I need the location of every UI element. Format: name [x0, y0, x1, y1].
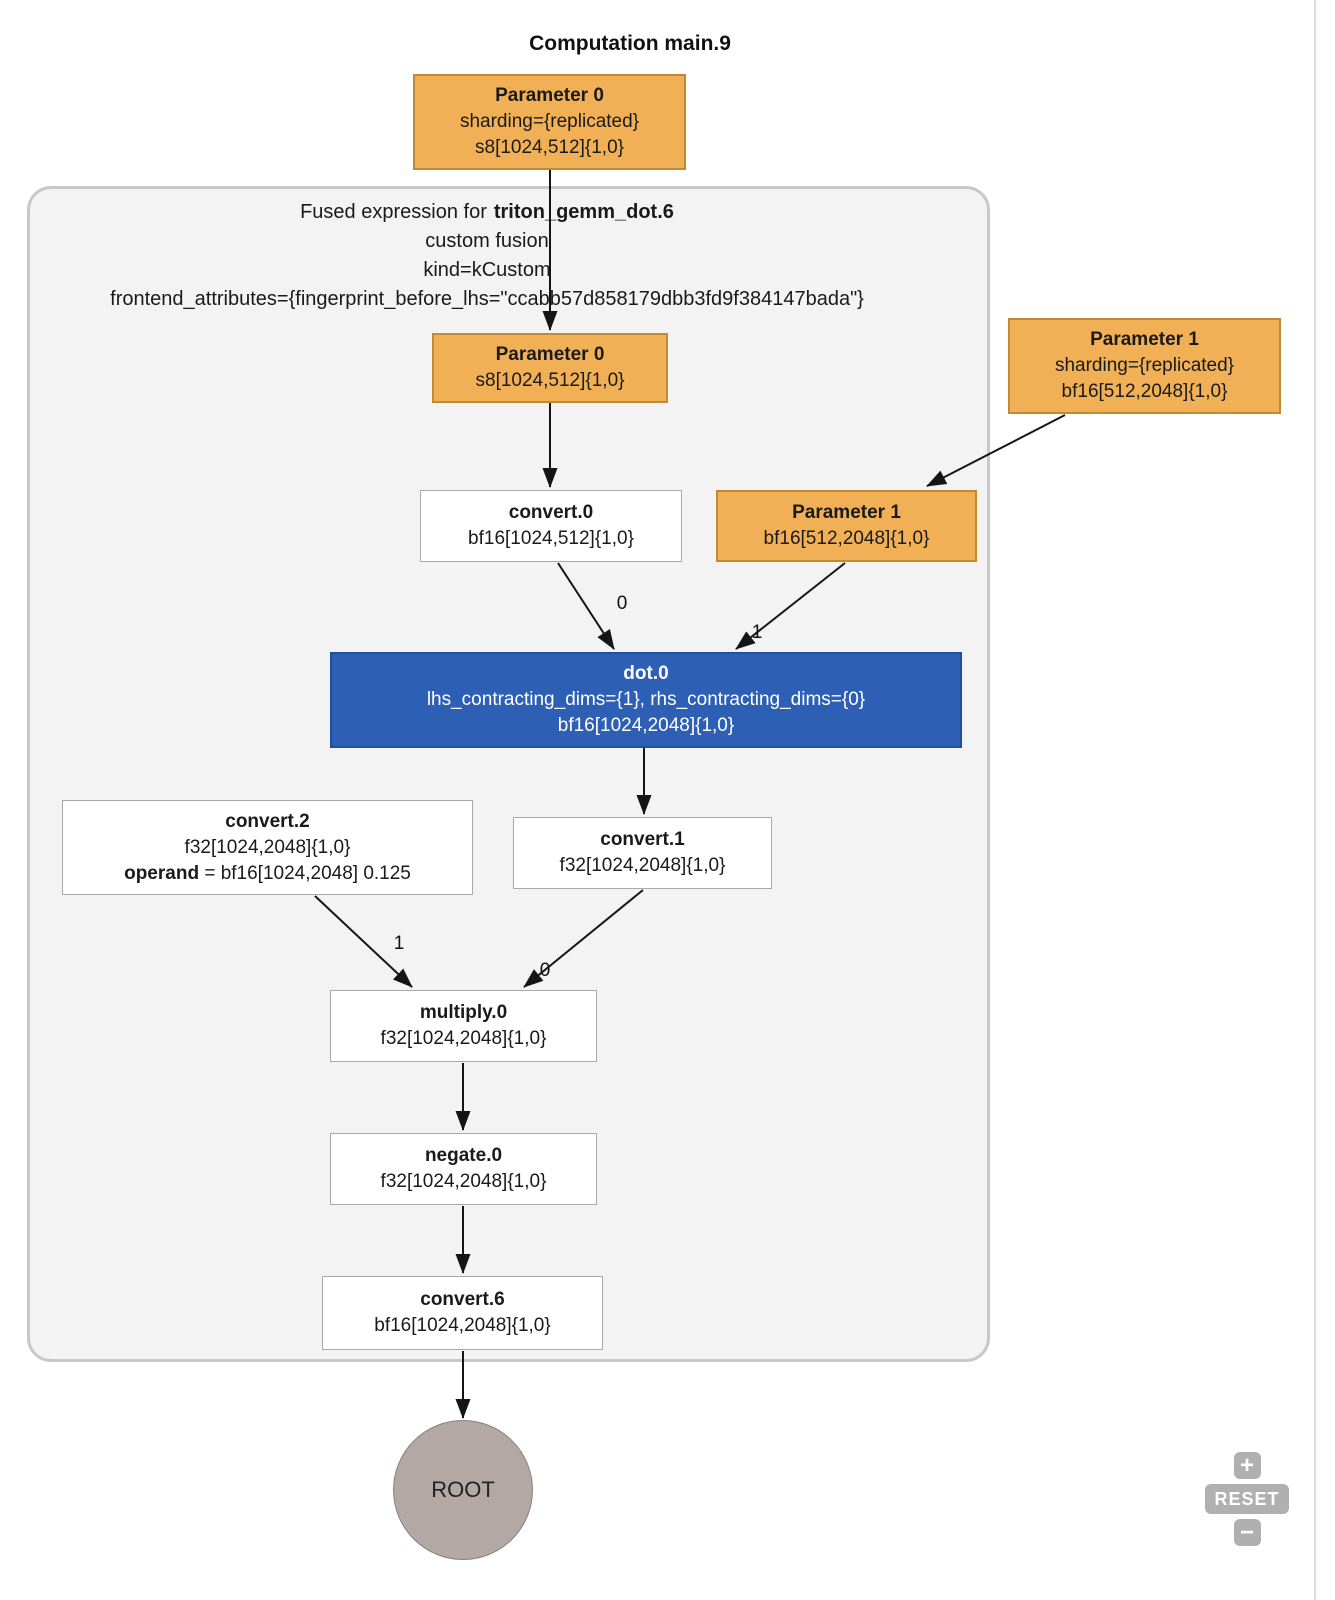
node-title: Parameter 1	[792, 502, 901, 523]
edge-label-convert0-dot0: 0	[616, 593, 628, 614]
node-shape: bf16[1024,2048]{1,0}	[374, 1315, 551, 1336]
node-convert2[interactable]: convert.2 f32[1024,2048]{1,0} operand = …	[62, 800, 473, 895]
node-multiply0[interactable]: multiply.0 f32[1024,2048]{1,0}	[330, 990, 597, 1062]
cluster-fusion-name: triton_gemm_dot.6	[493, 201, 674, 223]
node-title: negate.0	[424, 1145, 503, 1166]
root-label: ROOT	[431, 1477, 495, 1502]
node-title: multiply.0	[419, 1002, 508, 1023]
node-title: dot.0	[623, 663, 669, 684]
node-negate0[interactable]: negate.0 f32[1024,2048]{1,0}	[330, 1133, 597, 1205]
node-shape: f32[1024,2048]{1,0}	[380, 1171, 547, 1192]
zoom-in-button[interactable]: +	[1233, 1452, 1261, 1479]
node-parameter1-outer[interactable]: Parameter 1 sharding={replicated} bf16[5…	[1008, 318, 1281, 414]
node-sharding: sharding={replicated}	[459, 111, 640, 132]
panel-divider	[1314, 0, 1316, 1600]
node-dot0[interactable]: dot.0 lhs_contracting_dims={1}, rhs_cont…	[330, 652, 962, 748]
edge-label-convert1-multiply0: 0	[539, 960, 551, 981]
node-shape: bf16[512,2048]{1,0}	[1061, 381, 1228, 402]
reset-button[interactable]: RESET	[1205, 1484, 1289, 1514]
edge-label-convert2-multiply0: 1	[393, 933, 405, 954]
zoom-out-button[interactable]: −	[1233, 1519, 1261, 1546]
node-title: Parameter 0	[495, 85, 604, 106]
node-parameter0-outer[interactable]: Parameter 0 sharding={replicated} s8[102…	[413, 74, 686, 170]
node-dims: lhs_contracting_dims={1}, rhs_contractin…	[426, 689, 866, 710]
node-shape: f32[1024,2048]{1,0}	[184, 836, 351, 858]
node-shape: s8[1024,512]{1,0}	[475, 137, 624, 158]
cluster-label-line2: custom fusion	[425, 230, 549, 252]
node-title: Parameter 1	[1090, 329, 1199, 350]
node-title: convert.0	[508, 502, 594, 523]
node-title: convert.6	[420, 1289, 505, 1310]
node-sharding: sharding={replicated}	[1054, 355, 1235, 376]
node-parameter0-inner[interactable]: Parameter 0 s8[1024,512]{1,0}	[432, 333, 668, 403]
node-convert0[interactable]: convert.0 bf16[1024,512]{1,0}	[420, 490, 682, 562]
edge-label-param1-dot0: 1	[751, 622, 763, 643]
node-shape: s8[1024,512]{1,0}	[475, 370, 625, 391]
zoom-controls: + RESET −	[1192, 1452, 1302, 1546]
cluster-label-line1: Fused expression for triton_gemm_dot.6	[37, 198, 937, 227]
operand-label: operand	[124, 862, 200, 884]
node-shape: f32[1024,2048]{1,0}	[380, 1028, 547, 1049]
node-convert1[interactable]: convert.1 f32[1024,2048]{1,0}	[513, 817, 772, 889]
node-title: Parameter 0	[495, 344, 605, 365]
node-root[interactable]: ROOT	[393, 1420, 533, 1560]
node-convert6[interactable]: convert.6 bf16[1024,2048]{1,0}	[322, 1276, 603, 1350]
cluster-label-line4: frontend_attributes={fingerprint_before_…	[110, 288, 864, 310]
node-shape: f32[1024,2048]{1,0}	[559, 855, 726, 876]
node-shape: bf16[1024,2048]{1,0}	[557, 715, 735, 736]
fusion-cluster-label: Fused expression for triton_gemm_dot.6 cu…	[37, 198, 937, 314]
node-shape: bf16[1024,512]{1,0}	[468, 528, 634, 549]
cluster-label-prefix: Fused expression for	[300, 201, 487, 223]
node-title: convert.2	[225, 810, 310, 832]
operand-value: = bf16[1024,2048] 0.125	[204, 862, 411, 884]
node-title: convert.1	[600, 829, 685, 850]
computation-title: Computation main.9	[529, 32, 731, 55]
node-shape: bf16[512,2048]{1,0}	[763, 528, 930, 549]
cluster-label-line3: kind=kCustom	[423, 259, 551, 281]
node-operand: operand = bf16[1024,2048] 0.125	[124, 861, 411, 887]
node-parameter1-inner[interactable]: Parameter 1 bf16[512,2048]{1,0}	[716, 490, 977, 562]
